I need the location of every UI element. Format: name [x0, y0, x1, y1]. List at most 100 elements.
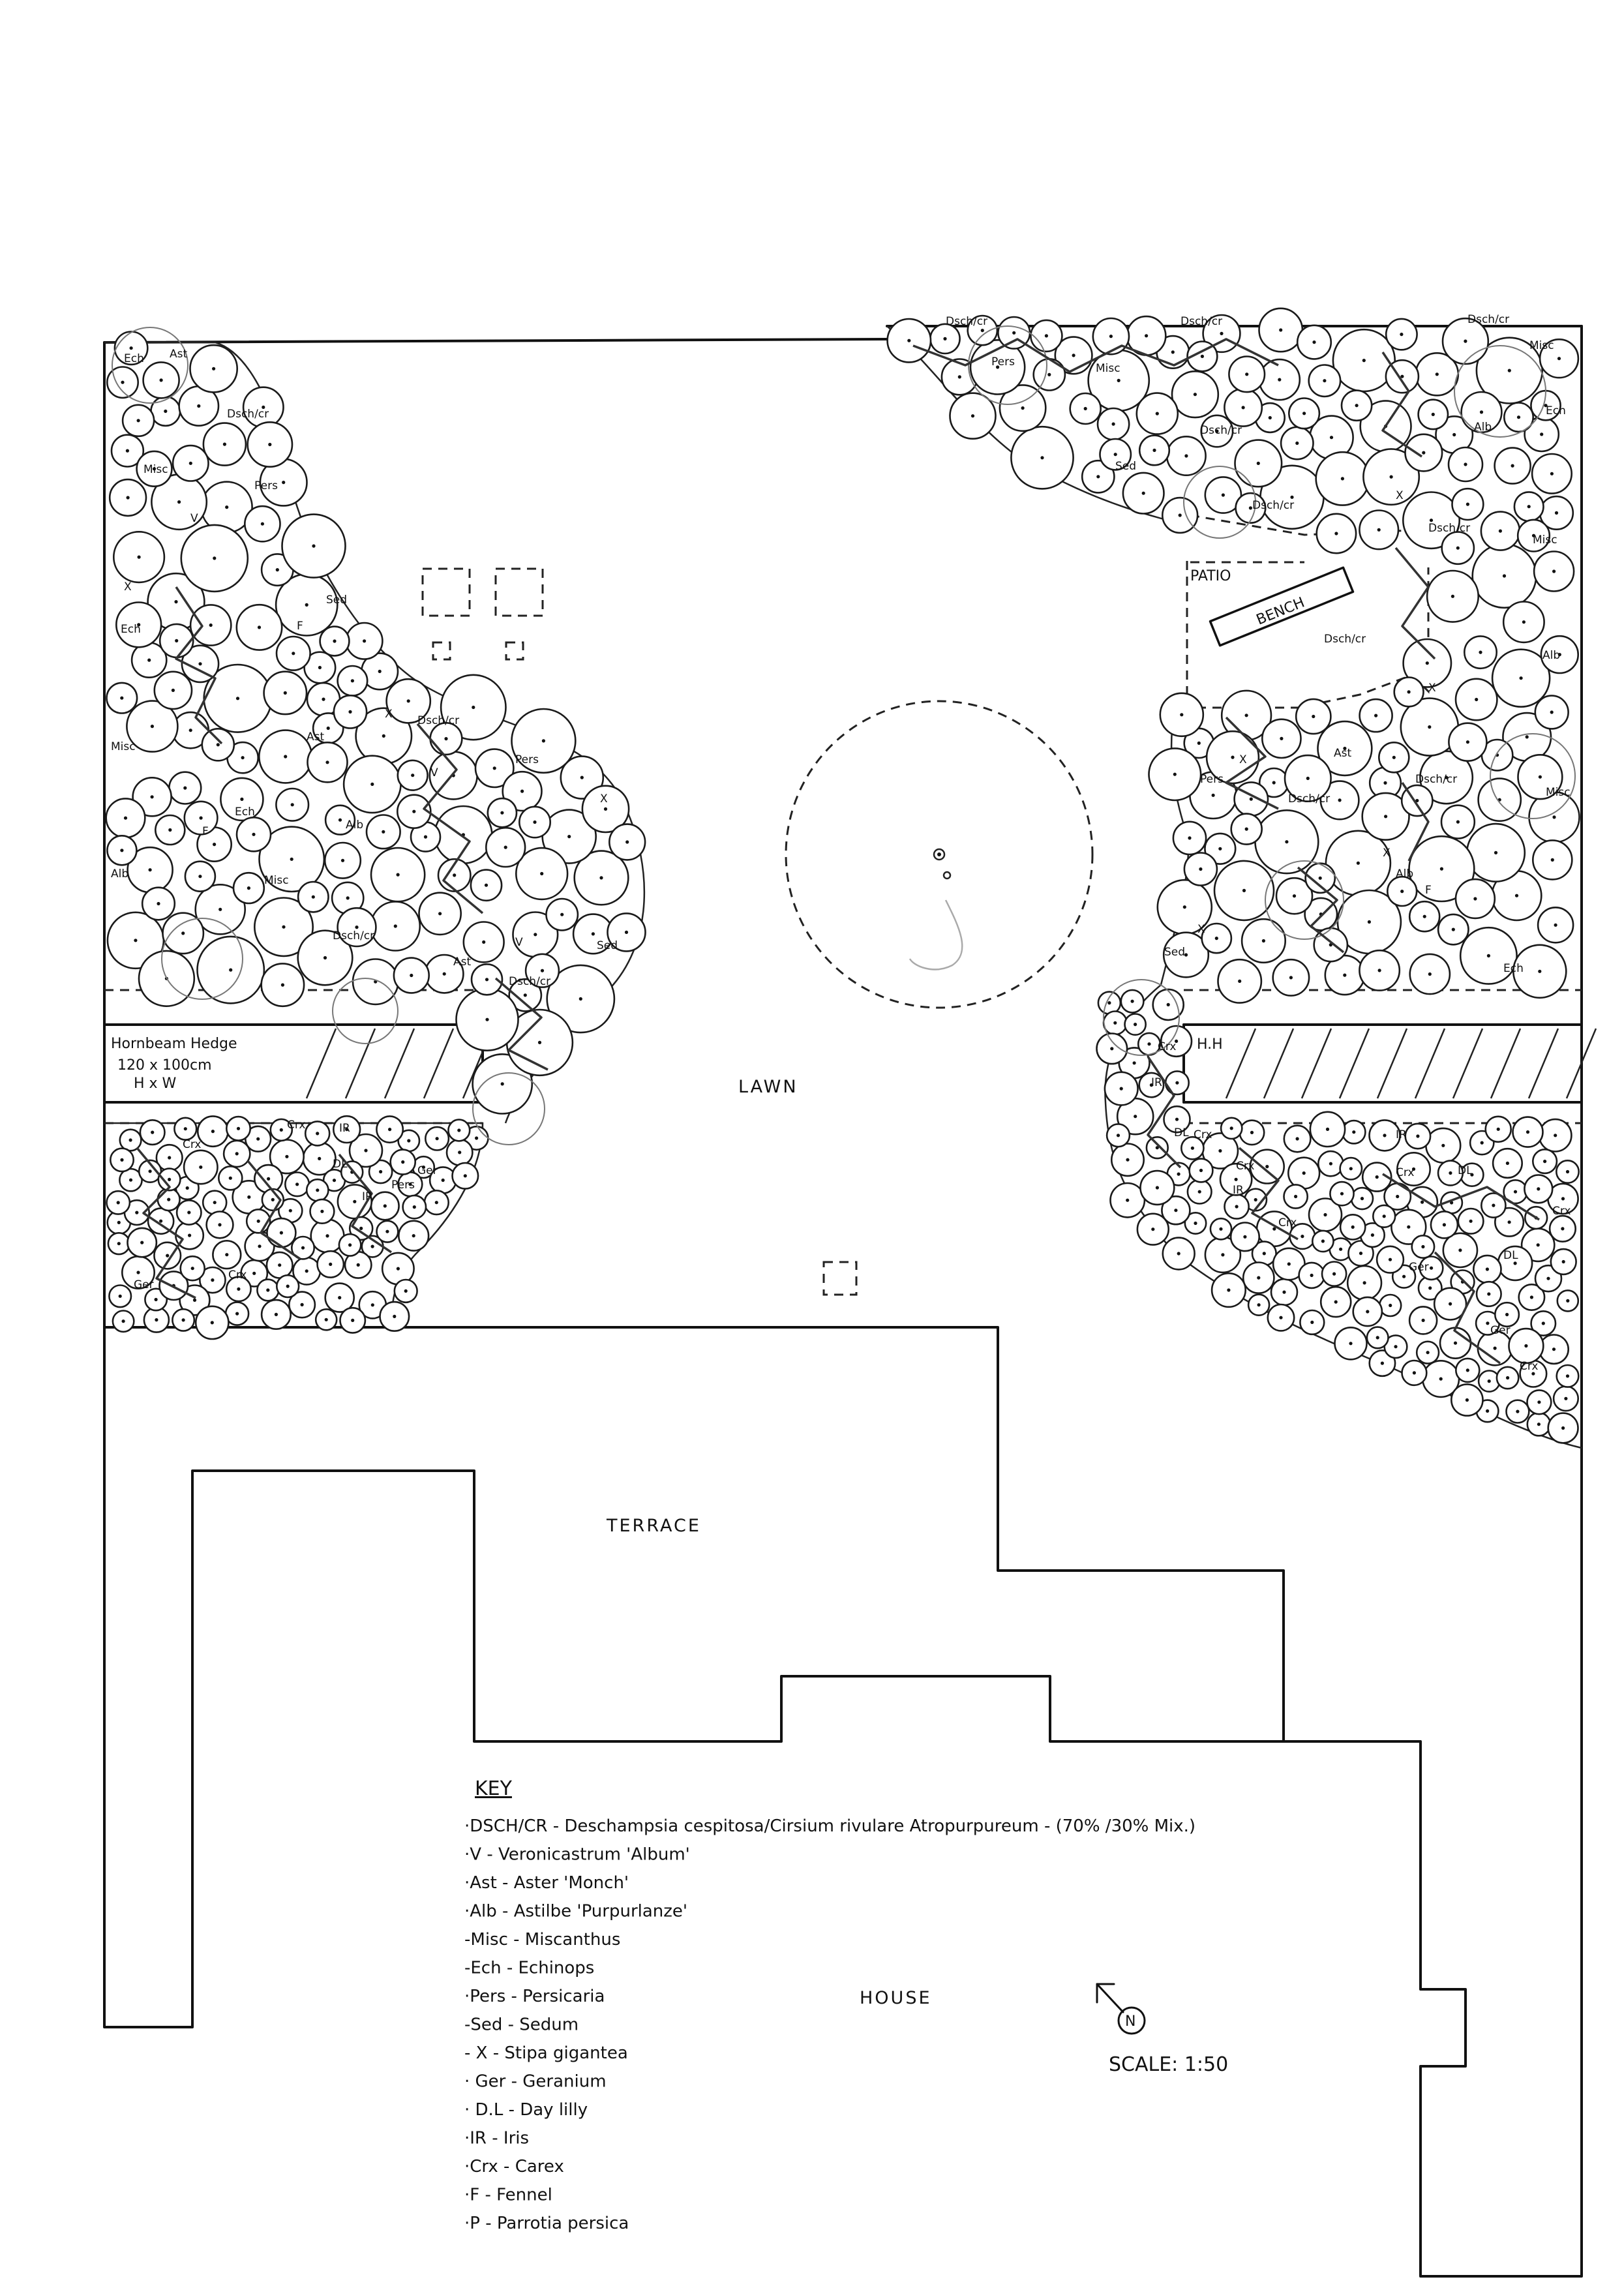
plant-centre	[271, 1197, 275, 1201]
plant-centre	[190, 1267, 194, 1271]
plant-centre	[1537, 1400, 1541, 1404]
plant-centre	[168, 828, 172, 832]
plant-centre	[1383, 1134, 1387, 1137]
plant-centre	[1428, 972, 1432, 976]
plant-centre	[1498, 529, 1502, 533]
plant-centre	[346, 896, 350, 900]
plant-centre	[183, 786, 187, 790]
plant-centre	[482, 940, 486, 944]
plant-centre	[1349, 1167, 1353, 1171]
plant-centre	[1044, 334, 1048, 338]
plant-centre	[1343, 973, 1347, 977]
plant-centre	[181, 1318, 185, 1322]
plant-code: V	[515, 936, 523, 949]
plant-centre	[1541, 1321, 1545, 1325]
plant-code: Dsch/cr	[1180, 315, 1222, 328]
plant-code: Sed	[1164, 946, 1185, 959]
plant-code: F	[202, 825, 209, 838]
plant-centre	[1526, 1130, 1530, 1134]
plant-centre	[1175, 1081, 1179, 1085]
plant-centre	[599, 876, 603, 880]
plant-code: Crx	[1236, 1160, 1254, 1173]
plant-code: X	[1396, 489, 1404, 502]
plant-centre	[393, 1314, 397, 1318]
plant-code: Sed	[597, 939, 618, 952]
plant-centre	[1177, 1252, 1180, 1256]
plant-centre	[1456, 546, 1460, 550]
plant-centre	[257, 625, 262, 629]
plant-centre	[359, 1226, 363, 1230]
plant-centre	[406, 699, 410, 703]
plant-centre	[1256, 461, 1260, 466]
plant-code: Pers	[1200, 773, 1224, 786]
drift-line	[494, 977, 549, 1071]
plant-centre	[540, 871, 544, 876]
plant-centre	[1265, 1165, 1269, 1169]
plant-centre	[1487, 1379, 1491, 1383]
plant-centre	[283, 691, 287, 695]
drift-line	[1394, 547, 1436, 660]
plant-centre	[1402, 1274, 1406, 1278]
plant-centre	[284, 755, 288, 759]
plant-code: Sed	[1115, 460, 1136, 473]
key-item: · Ger - Geranium	[464, 2072, 607, 2092]
key-item: ·DSCH/CR - Deschampsia cespitosa/Cirsium…	[464, 1816, 1195, 1836]
plant-centre	[290, 857, 293, 861]
key-item: ·Ast - Aster 'Monch'	[464, 1873, 629, 1893]
key-item: -Sed - Sedum	[464, 2015, 579, 2035]
plant-code: Ger	[1409, 1261, 1429, 1274]
plant-centre	[1130, 999, 1134, 1003]
plant-centre	[213, 1201, 217, 1205]
plant-centre	[1389, 475, 1393, 479]
plant-centre	[537, 1040, 542, 1044]
plant-centre	[1107, 1001, 1111, 1005]
plant-key: KEY ·DSCH/CR - Deschampsia cespitosa/Cir…	[464, 1777, 1195, 2233]
plant-centre	[1272, 781, 1276, 785]
plant-code: IR	[339, 1122, 350, 1135]
plant-centre	[1147, 1042, 1151, 1046]
plant-centre	[164, 409, 168, 414]
plant-centre	[120, 696, 124, 700]
plant-centre	[1257, 1276, 1261, 1280]
plant-centre	[1449, 1171, 1452, 1175]
drift-line	[1401, 782, 1430, 862]
plant-centre	[177, 500, 181, 504]
plant-centre	[1507, 369, 1511, 372]
patio-label: PATIO	[1190, 568, 1231, 584]
plant-centre	[401, 1160, 405, 1164]
plant-centre	[1421, 1318, 1425, 1322]
plant-centre	[345, 1128, 349, 1132]
plant-centre	[262, 405, 265, 410]
plant-centre	[1356, 861, 1360, 865]
plant-code: Dsch/cr	[417, 714, 459, 727]
key-item: ·Crx - Carex	[464, 2157, 564, 2176]
plant-centre	[338, 1296, 342, 1300]
plant-centre	[1561, 1227, 1565, 1231]
plant-code: Ech	[121, 623, 141, 636]
plant-code: Misc	[1533, 534, 1557, 547]
plant-centre	[1151, 1227, 1155, 1231]
plant-centre	[957, 375, 961, 379]
plant-code: Alb	[1396, 867, 1413, 881]
plant-centre	[1492, 1203, 1496, 1207]
plant-centre	[117, 1220, 121, 1224]
canopy-outline	[332, 978, 398, 1044]
plant-centre	[356, 1263, 360, 1267]
plant-centre	[1292, 894, 1297, 898]
plant-centre	[1554, 923, 1557, 927]
plant-centre	[1362, 1281, 1366, 1285]
plant-centre	[1145, 334, 1149, 338]
plant-centre	[1329, 1162, 1332, 1166]
plant-centre	[241, 756, 245, 760]
plant-centre	[1155, 412, 1159, 415]
plant-centre	[1540, 432, 1544, 436]
plant-centre	[1280, 736, 1284, 740]
plant-centre	[300, 1302, 304, 1306]
plant-centre	[1312, 714, 1316, 719]
plant-centre	[128, 1138, 132, 1142]
plant-centre	[210, 1321, 214, 1325]
plant-centre	[1238, 979, 1242, 983]
plant-centre	[229, 968, 233, 972]
plant-centre	[1243, 1235, 1247, 1239]
